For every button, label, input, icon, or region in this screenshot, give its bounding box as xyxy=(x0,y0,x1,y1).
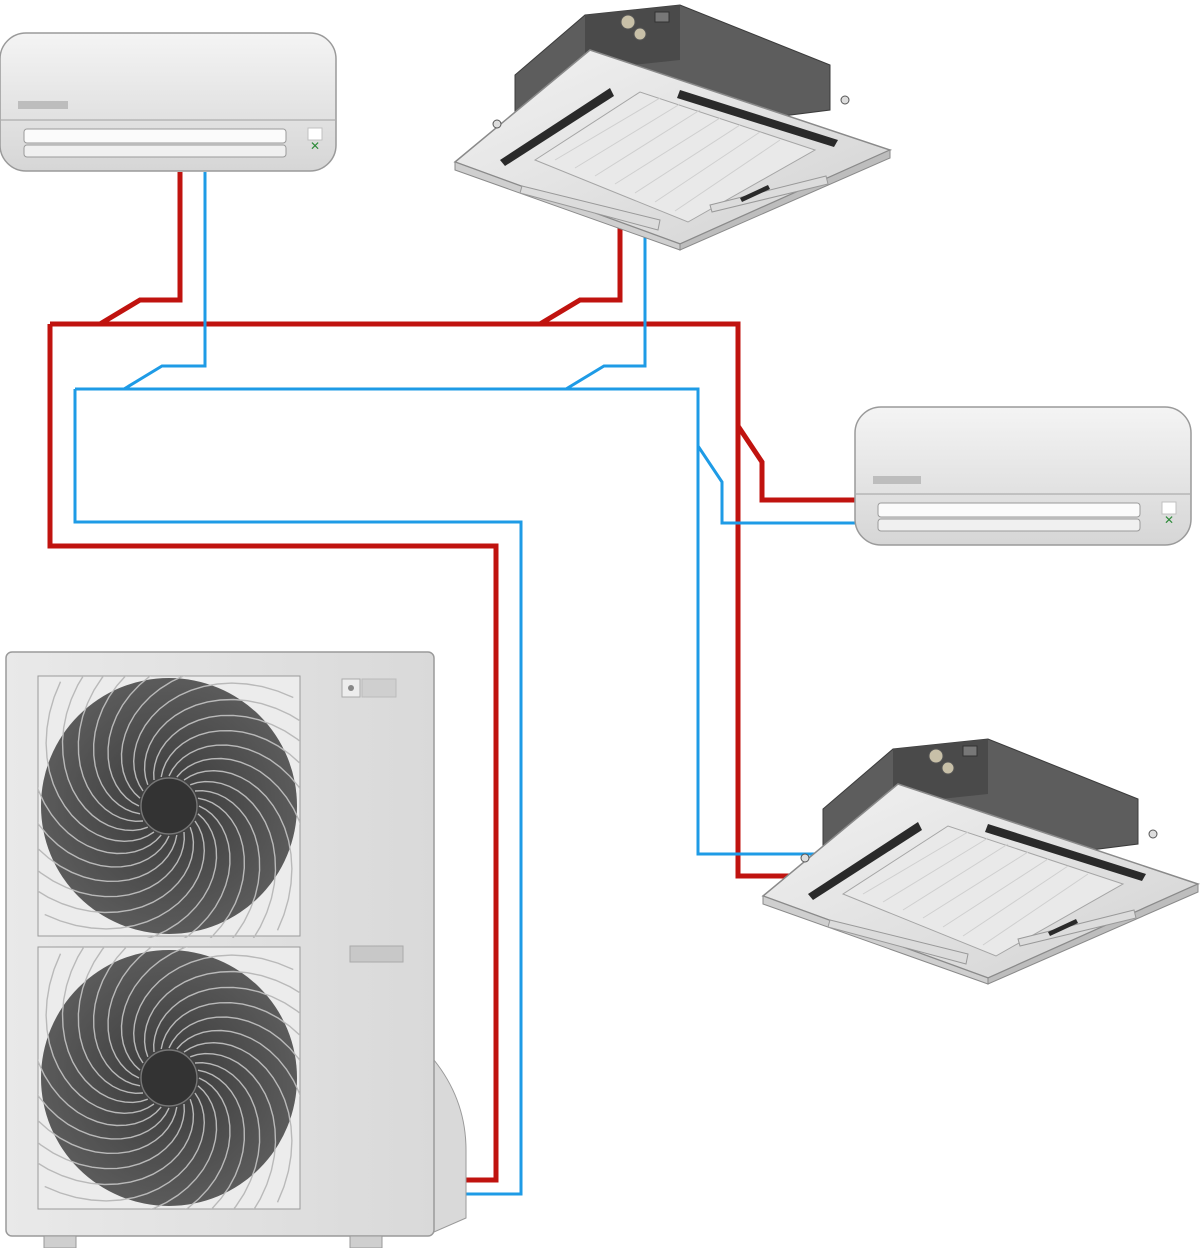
grille-wire xyxy=(120,947,189,1071)
grille-wire xyxy=(45,953,155,1115)
grille-wire xyxy=(77,947,144,1095)
wall-unit-1: ✕ xyxy=(0,32,337,172)
grille-wire xyxy=(61,676,149,832)
grille-wire xyxy=(183,1041,293,1203)
display-window xyxy=(1161,501,1177,515)
air-vent xyxy=(877,502,1141,518)
grille-wire xyxy=(38,786,162,855)
grille-wire xyxy=(38,831,186,898)
grille-wire xyxy=(120,676,186,799)
indicator-icon: ✕ xyxy=(310,139,320,153)
wall-unit-2: ✕ xyxy=(854,406,1192,546)
grille-wire xyxy=(183,769,293,931)
air-vent xyxy=(677,90,838,147)
grille-wire xyxy=(45,681,155,843)
grille-wire xyxy=(38,1103,186,1170)
grille-wire xyxy=(143,970,300,1058)
air-vent xyxy=(519,185,661,231)
grille-wire xyxy=(38,1058,162,1127)
air-vent xyxy=(709,175,829,213)
grille-wire xyxy=(189,1052,277,1209)
grille-wire xyxy=(168,1016,300,1062)
grille-wire xyxy=(152,714,300,781)
grille-wire xyxy=(107,676,152,807)
grille-wire xyxy=(160,729,300,778)
grille-wire xyxy=(38,1094,170,1140)
air-vent xyxy=(23,128,287,144)
grille-wire xyxy=(38,1106,178,1155)
air-vent xyxy=(1017,909,1137,947)
grille-wire xyxy=(61,947,149,1104)
grille-wire xyxy=(194,789,261,938)
grille-wire xyxy=(77,676,144,823)
grille-wire xyxy=(176,757,300,826)
air-vent xyxy=(827,919,969,965)
liquid-line xyxy=(73,172,856,1196)
grille-wire xyxy=(107,947,153,1079)
grille-wire xyxy=(146,813,218,938)
grille-wire xyxy=(44,1092,206,1202)
grille-wire xyxy=(152,986,300,1053)
brand-plate xyxy=(18,101,68,109)
grille-wire xyxy=(168,744,300,790)
grille-wire xyxy=(38,822,170,868)
grille-wire xyxy=(143,698,300,786)
grille-wire xyxy=(132,954,294,1064)
grille-wire xyxy=(38,826,195,914)
grille-wire xyxy=(194,1061,261,1209)
outdoor-unit xyxy=(5,651,467,1248)
grille-wire xyxy=(92,947,141,1087)
grille-wire xyxy=(189,780,277,938)
cassette-unit-1 xyxy=(453,4,893,251)
grille-wire xyxy=(38,834,178,883)
brand-plate xyxy=(873,476,921,484)
grille-wire xyxy=(183,805,231,938)
nameplate xyxy=(361,678,397,698)
handle xyxy=(349,945,404,963)
grille-wire xyxy=(132,682,294,792)
grille-wire xyxy=(44,820,206,930)
indicator-icon: ✕ xyxy=(1164,513,1174,527)
air-vent xyxy=(808,822,922,900)
cassette-unit-2 xyxy=(761,738,1200,985)
grille-wire xyxy=(176,1029,300,1098)
grille-wire xyxy=(92,676,141,815)
air-vent xyxy=(500,88,614,166)
grille-wire xyxy=(185,1077,231,1209)
grille-wire xyxy=(149,1085,218,1209)
grille-wire xyxy=(38,1098,195,1186)
grille-wire xyxy=(197,1069,246,1209)
air-vent xyxy=(985,824,1146,881)
grille-wire xyxy=(197,797,246,938)
grille-wire xyxy=(160,1001,300,1050)
display-window xyxy=(307,127,323,141)
